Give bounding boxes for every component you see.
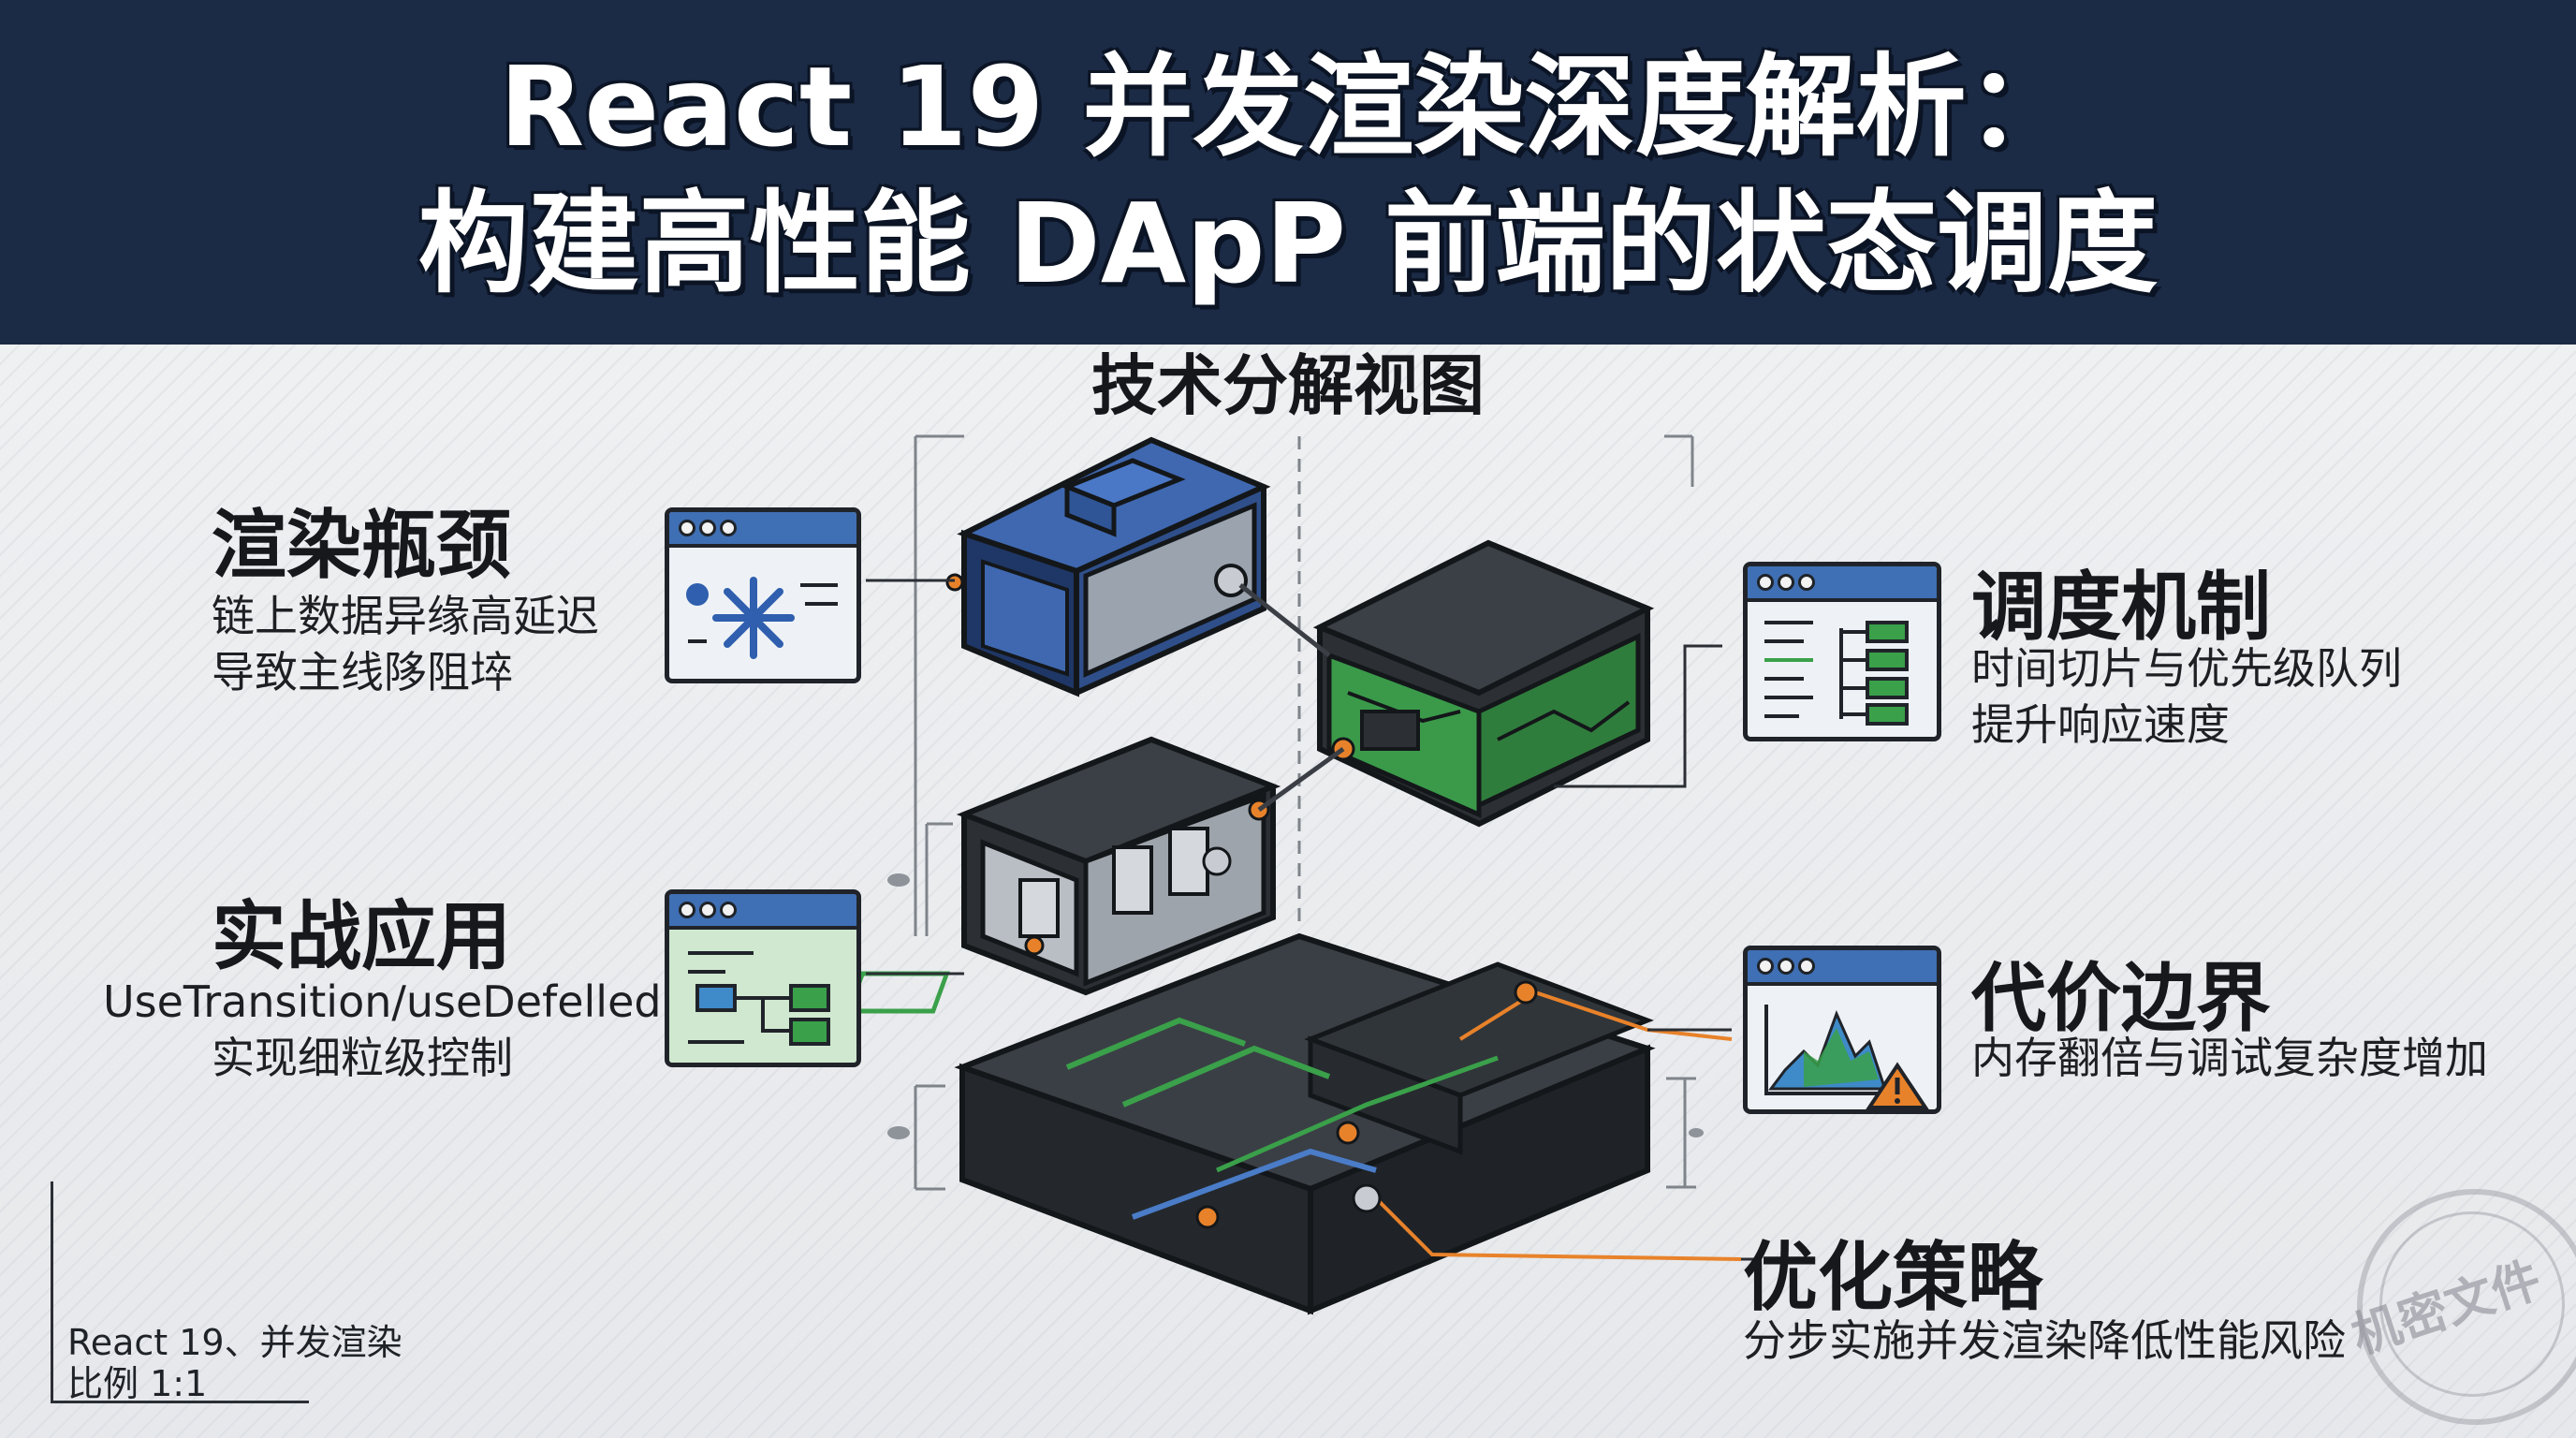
base-module (845, 932, 1742, 1315)
page-title-line1: React 19 并发渲染深度解析： (499, 42, 2077, 171)
cost-window-icon (1743, 946, 1941, 1114)
page-title-line2: 构建高性能 DApP 前端的状态调度 (417, 179, 2159, 308)
blue-module (945, 436, 1271, 697)
bottleneck-desc-line2: 导致主线陊阻埣 (212, 647, 513, 697)
footnote-line2: 比例 1:1 (67, 1363, 208, 1404)
scheduling-desc-line1: 时间切片与优先级队列 (1971, 643, 2402, 694)
practice-window-icon (665, 889, 861, 1067)
practice-desc-line1: UseTransition/useDefelled (103, 976, 662, 1027)
chart-warning-icon (1764, 1005, 1929, 1109)
scheduling-title: 调度机制 (1971, 564, 2271, 651)
middle-module (956, 736, 1281, 996)
optimize-title: 优化策略 (1743, 1234, 2042, 1321)
footnote-bracket-vertical (51, 1181, 53, 1402)
bottleneck-window-icon (665, 507, 861, 683)
flow-icon (669, 930, 856, 1063)
cost-title: 代价边界 (1971, 955, 2271, 1042)
leader-lines (866, 579, 1760, 1261)
header-banner: React 19 并发渲染深度解析： 构建高性能 DApP 前端的状态调度 (0, 0, 2576, 345)
optimize-desc-line1: 分步实施并发渲染降低性能风险 (1743, 1315, 2346, 1366)
screw-marks (887, 873, 1704, 1139)
queue-icon (1764, 621, 1909, 726)
bottleneck-title: 渲染瓶颈 (212, 502, 511, 589)
page-subtitle: 技术分解视图 (1091, 347, 1485, 424)
confidential-stamp (2357, 1189, 2576, 1425)
construction-lines (914, 434, 1696, 1191)
green-module (1312, 539, 1655, 828)
scheduling-window-icon (1743, 562, 1941, 741)
footnote-bracket-horizontal (51, 1401, 309, 1403)
cost-desc-line1: 内存翻倍与调试复杂度增加 (1971, 1033, 2488, 1083)
asterisk-icon (686, 577, 838, 659)
scheduling-desc-line2: 提升响应速度 (1971, 699, 2230, 750)
footnote-line1: React 19、并发渲染 (67, 1322, 402, 1363)
practice-desc-line2: 实现细粒级控制 (212, 1033, 513, 1083)
connector-rods (1238, 583, 1345, 813)
practice-title: 实战应用 (212, 893, 511, 980)
bottleneck-desc-line1: 链上数据异缘高延迟 (212, 591, 599, 641)
